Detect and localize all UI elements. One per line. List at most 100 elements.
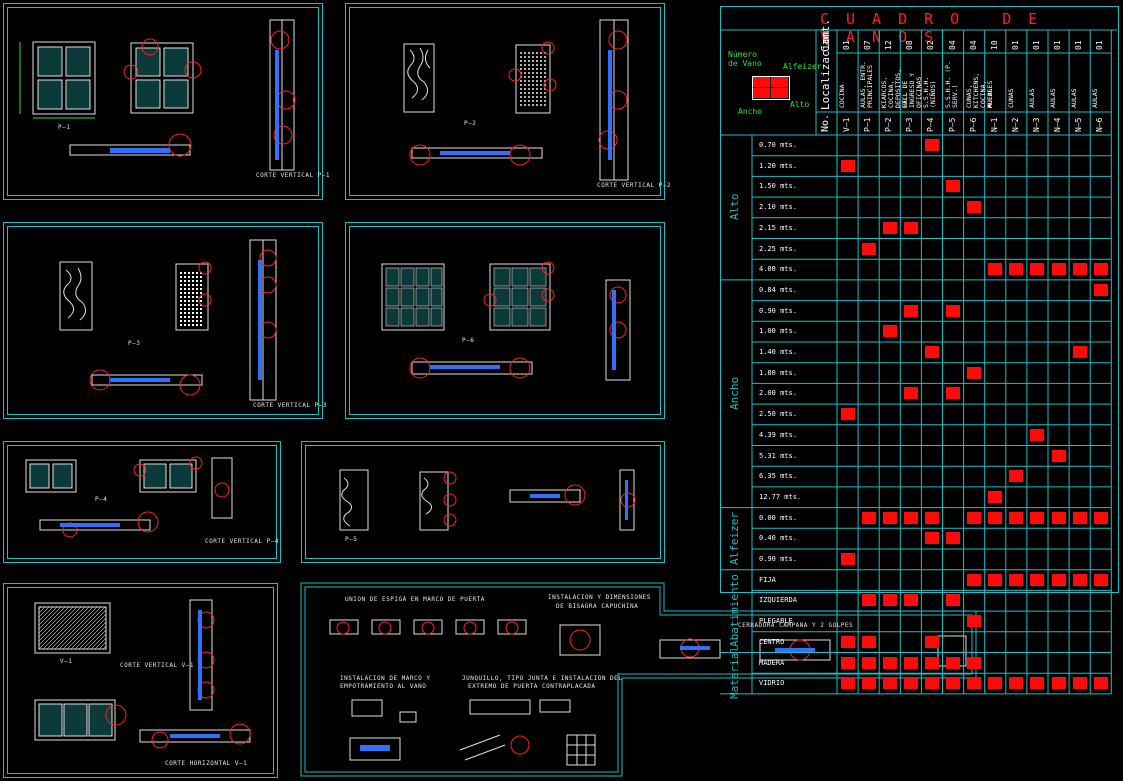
column-cant: 10 [989, 40, 999, 50]
column-location: AULAS [1049, 88, 1057, 108]
p3-title: P—3 [128, 340, 141, 347]
column-code: P—3 [905, 117, 915, 132]
vanos-mark [1093, 573, 1108, 586]
vanos-mark [882, 677, 897, 690]
column-code: N—3 [1031, 117, 1041, 132]
vanos-mark [988, 263, 1003, 276]
column-location: AULAS [1070, 88, 1079, 108]
detail-marco-2: EMPOTRAMIENTO AL VANO [340, 683, 427, 690]
vanos-mark [861, 242, 876, 255]
column-code: N—5 [1074, 117, 1084, 132]
vanos-mark [967, 201, 982, 214]
column-code: P—6 [968, 117, 978, 132]
row-group-label: Abatimiento [728, 573, 741, 647]
column-location: HALL DE INGRESO Y OFICINAS [901, 72, 924, 108]
vanos-mark [924, 677, 939, 690]
p1-title: P—1 [58, 124, 71, 131]
column-cant: 01 [1053, 40, 1062, 50]
vanos-mark [924, 139, 939, 151]
vanos-mark [946, 387, 960, 400]
column-location: AULAS, ENTR. PRINCIPALES [859, 61, 875, 108]
column-cant: 02 [926, 40, 936, 50]
panel-p6 [345, 222, 665, 419]
row-label: 12.77 mts. [759, 492, 802, 501]
vanos-mark [1009, 263, 1024, 276]
legend-sample-box [752, 76, 790, 100]
p6-title: P—6 [462, 337, 475, 344]
detail-marco-1: INSTALACION DE MARCO Y [340, 675, 431, 682]
vanos-mark [840, 408, 855, 421]
detail-cerradura: CERRADURA CAMPANA Y 2 GOLPES [738, 622, 854, 629]
vanos-mark [840, 553, 855, 565]
panel-v1 [3, 583, 278, 778]
legend-numero-vano: Número de Vano [728, 50, 762, 68]
vanos-mark [1009, 573, 1024, 586]
vanos-mark [946, 532, 960, 545]
column-code: N—1 [989, 117, 999, 132]
column-location: COCINA [838, 84, 846, 108]
panel-p3 [3, 222, 323, 419]
vanos-mark [861, 594, 876, 607]
column-cant: 04 [968, 40, 978, 50]
row-label: 2.00 mts. [759, 389, 797, 398]
header-no: No. [820, 113, 831, 132]
row-label: MADERA [759, 658, 785, 667]
p2-section-label: CORTE VERTICAL P—2 [597, 182, 672, 189]
column-location: AULAS [985, 88, 994, 108]
vanos-mark [924, 511, 939, 524]
p2-title: P—2 [464, 120, 477, 127]
vanos-mark [1030, 263, 1045, 276]
row-label: 0.84 mts. [759, 285, 797, 294]
column-code: N—6 [1095, 117, 1105, 132]
p4-title: P—4 [95, 496, 108, 503]
v1-title: V—1 [60, 658, 73, 665]
column-code: V—1 [842, 117, 851, 132]
vanos-mark [882, 325, 897, 338]
vanos-mark [967, 573, 982, 586]
vanos-mark [903, 656, 918, 669]
vanos-mark [882, 594, 897, 607]
row-label: IZQUIERDA [759, 596, 797, 605]
legend-alto: Alto [790, 100, 810, 109]
p1-section-label: CORTE VERTICAL P—1 [256, 172, 331, 179]
vanos-table-frame [720, 6, 1119, 593]
vanos-mark [967, 366, 982, 379]
vanos-mark [1051, 677, 1066, 690]
vanos-mark [946, 304, 960, 317]
column-cant: 07 [863, 40, 873, 50]
column-location: S.S.H.H. (P. SERV.) [943, 61, 959, 108]
detail-junquillo-2: EXTREMO DE PUERTA CONTRAPLACADA [468, 683, 596, 690]
vanos-mark [946, 656, 960, 669]
row-label: 1.50 mts. [759, 182, 797, 191]
column-location: CUNAS [1006, 88, 1015, 108]
v1-section-label: CORTE VERTICAL V—1 [120, 662, 195, 669]
vanos-mark [840, 677, 855, 690]
vanos-mark [924, 656, 939, 669]
row-group-label: Alfeizer [728, 511, 741, 565]
v1-section-label-2: CORTE HORIZONTAL V—1 [165, 760, 248, 767]
vanos-mark [1072, 677, 1087, 690]
vanos-mark [903, 511, 918, 524]
vanos-mark [882, 221, 897, 234]
legend-ancho: Ancho [738, 107, 763, 116]
vanos-mark [988, 677, 1003, 690]
vanos-mark [1009, 470, 1024, 483]
row-label: 1.40 mts. [759, 348, 797, 356]
vanos-mark [882, 656, 897, 669]
vanos-mark [1093, 283, 1108, 296]
vanos-mark [924, 635, 939, 648]
row-label: 0.70 mts. [759, 141, 797, 149]
vanos-mark [1072, 263, 1087, 276]
vanos-mark [1093, 263, 1108, 276]
row-label: 1.00 mts. [759, 327, 797, 336]
column-cant: 01 [1074, 40, 1084, 50]
p3-section-label: CORTE VERTICAL P—3 [253, 402, 328, 409]
row-label: 0.00 mts. [759, 513, 797, 522]
row-label: FIJA [759, 575, 776, 584]
vanos-mark [840, 656, 855, 669]
column-cant: 01 [842, 40, 851, 50]
vanos-mark [946, 594, 960, 607]
column-cant: 01 [1095, 40, 1105, 50]
row-label: 4.00 mts. [759, 265, 797, 274]
row-label: 6.35 mts. [759, 472, 797, 481]
